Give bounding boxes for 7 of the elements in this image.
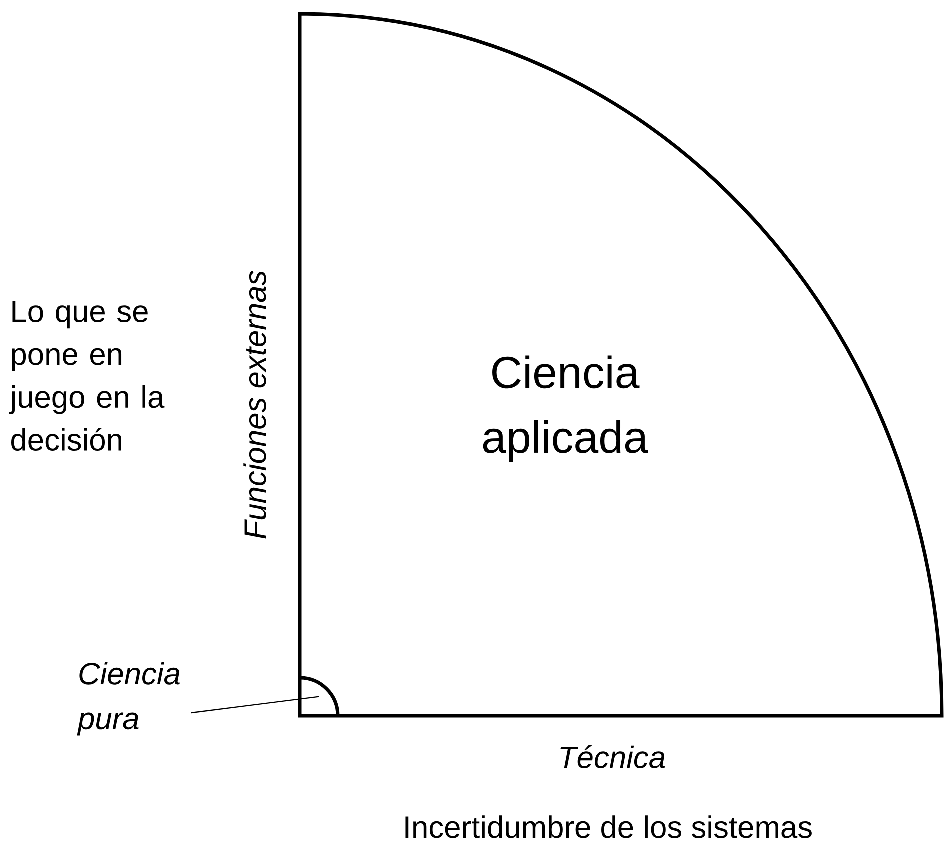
quarter-circle-sector: Ciencia aplicada xyxy=(298,12,944,718)
axis-label: Funciones externas xyxy=(244,270,266,539)
axis-label: Técnica xyxy=(560,745,666,768)
label-text: Lo que se pone en juego en la decisión xyxy=(9,300,165,452)
callout-text: Ciencia pura xyxy=(77,662,180,736)
leader-line xyxy=(191,696,320,714)
label-text: Incertidumbre de los sistemas xyxy=(406,816,812,838)
